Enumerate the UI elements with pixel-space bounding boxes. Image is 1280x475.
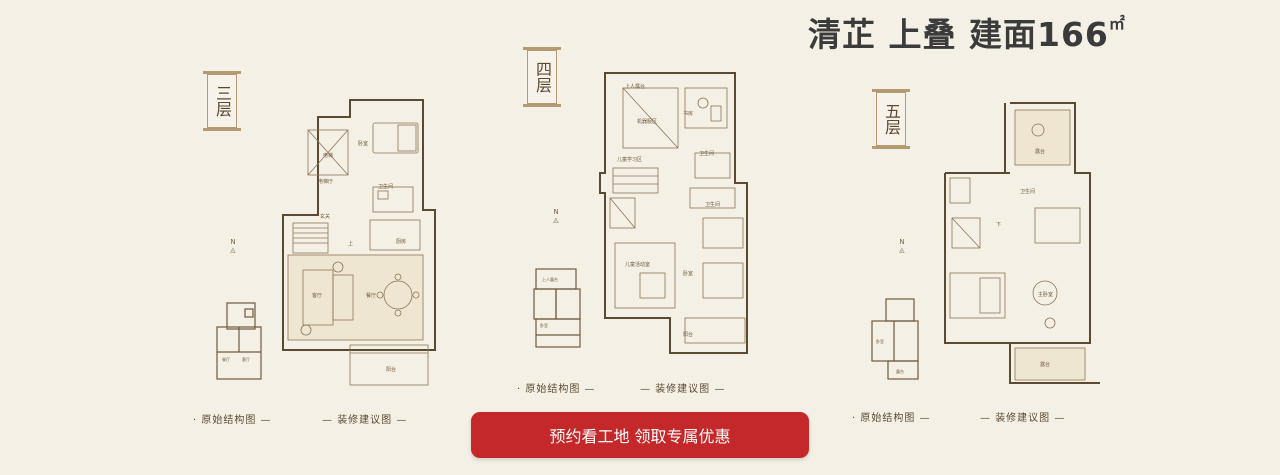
svg-text:卧室: 卧室	[358, 140, 368, 147]
north-arrow-4f-label: N	[553, 208, 559, 216]
floor3-design-plan: 电梯 卧室 电梯厅 卫生间 玄关 厨房 餐厅 客厅 阳台 上	[282, 99, 436, 386]
svg-text:露台: 露台	[896, 368, 904, 374]
svg-text:餐厅: 餐厅	[366, 292, 376, 299]
floor3-caption-original: · 原始结构图 —	[193, 415, 272, 426]
floor-label-4f: 四层	[523, 47, 561, 107]
svg-text:儿童活动室: 儿童活动室	[625, 261, 650, 268]
floor-label-4f-text: 四层	[533, 61, 552, 93]
north-arrow-5f-label: N	[899, 238, 905, 246]
floor3-caption-design-text: 装修建议图	[337, 415, 393, 426]
floor-label-3f-text: 三层	[213, 85, 232, 117]
svg-text:上人露台: 上人露台	[625, 83, 645, 90]
svg-text:卫生间: 卫生间	[378, 183, 393, 190]
title-unit: ㎡	[1108, 14, 1126, 33]
svg-text:下: 下	[996, 222, 1001, 228]
svg-text:卧室: 卧室	[683, 270, 693, 277]
floor4-original-plan: 上人露台 卧室	[533, 268, 581, 348]
north-arrow-4f: N◬	[553, 208, 559, 224]
svg-text:主卧室: 主卧室	[1038, 291, 1053, 298]
floor-label-3f: 三层	[203, 71, 241, 131]
floor5-design-plan: 露台 卫生间 主卧室 露台 下	[944, 102, 1100, 384]
floor-label-5f-text: 五层	[882, 103, 901, 135]
svg-text:玄关: 玄关	[320, 213, 330, 220]
svg-text:书房: 书房	[683, 110, 693, 117]
floor5-original-plan: 卧室 露台	[871, 298, 919, 380]
svg-text:机器服区: 机器服区	[637, 118, 657, 125]
svg-text:电梯: 电梯	[323, 152, 333, 159]
svg-text:阳台: 阳台	[386, 366, 396, 373]
floor3-original-plan: 餐厅 客厅	[216, 302, 262, 380]
north-arrow-5f: N◬	[899, 238, 905, 254]
svg-text:厨房: 厨房	[396, 238, 406, 245]
floor5-caption-design-text: 装修建议图	[995, 413, 1051, 424]
svg-text:儿童学习区: 儿童学习区	[617, 156, 642, 163]
svg-text:餐厅: 餐厅	[222, 356, 230, 362]
title-text: 清芷 上叠 建面166	[808, 15, 1109, 54]
svg-text:上: 上	[348, 240, 353, 247]
floor4-caption-design-text: 装修建议图	[655, 384, 711, 395]
svg-text:阳台: 阳台	[683, 331, 693, 338]
svg-text:电梯厅: 电梯厅	[318, 178, 333, 185]
floor5-caption-original: · 原始结构图 —	[852, 413, 931, 424]
floor4-design-plan: 上人露台 机器服区 书房 儿童学习区 卫生间 卫生间 儿童活动室 卧室 阳台	[599, 72, 748, 354]
floor4-caption-original-text: 原始结构图	[525, 384, 581, 395]
north-arrow-3f: N◬	[230, 238, 236, 254]
north-arrow-3f-label: N	[230, 238, 236, 246]
svg-text:卧室: 卧室	[876, 338, 884, 344]
svg-text:露台: 露台	[1040, 361, 1050, 368]
floor4-caption-design: — 装修建议图 —	[640, 384, 726, 395]
svg-text:卫生间: 卫生间	[1020, 188, 1035, 195]
floor3-caption-original-text: 原始结构图	[201, 415, 257, 426]
cta-label: 预约看工地 领取专属优惠	[549, 427, 731, 446]
floor3-caption-design: — 装修建议图 —	[322, 415, 408, 426]
svg-text:露台: 露台	[1035, 148, 1045, 155]
page-title: 清芷 上叠 建面166㎡	[808, 8, 1126, 56]
floor5-caption-design: — 装修建议图 —	[980, 413, 1066, 424]
floor-label-5f: 五层	[872, 89, 910, 149]
book-site-visit-button[interactable]: 预约看工地 领取专属优惠	[471, 412, 809, 458]
svg-text:客厅: 客厅	[242, 356, 250, 362]
svg-text:卧室: 卧室	[540, 322, 548, 328]
floor5-caption-original-text: 原始结构图	[860, 413, 916, 424]
svg-text:客厅: 客厅	[312, 292, 322, 299]
svg-text:卫生间: 卫生间	[705, 201, 720, 208]
svg-text:卫生间: 卫生间	[699, 150, 714, 157]
svg-text:上人露台: 上人露台	[542, 276, 558, 282]
floor4-caption-original: · 原始结构图 —	[517, 384, 596, 395]
